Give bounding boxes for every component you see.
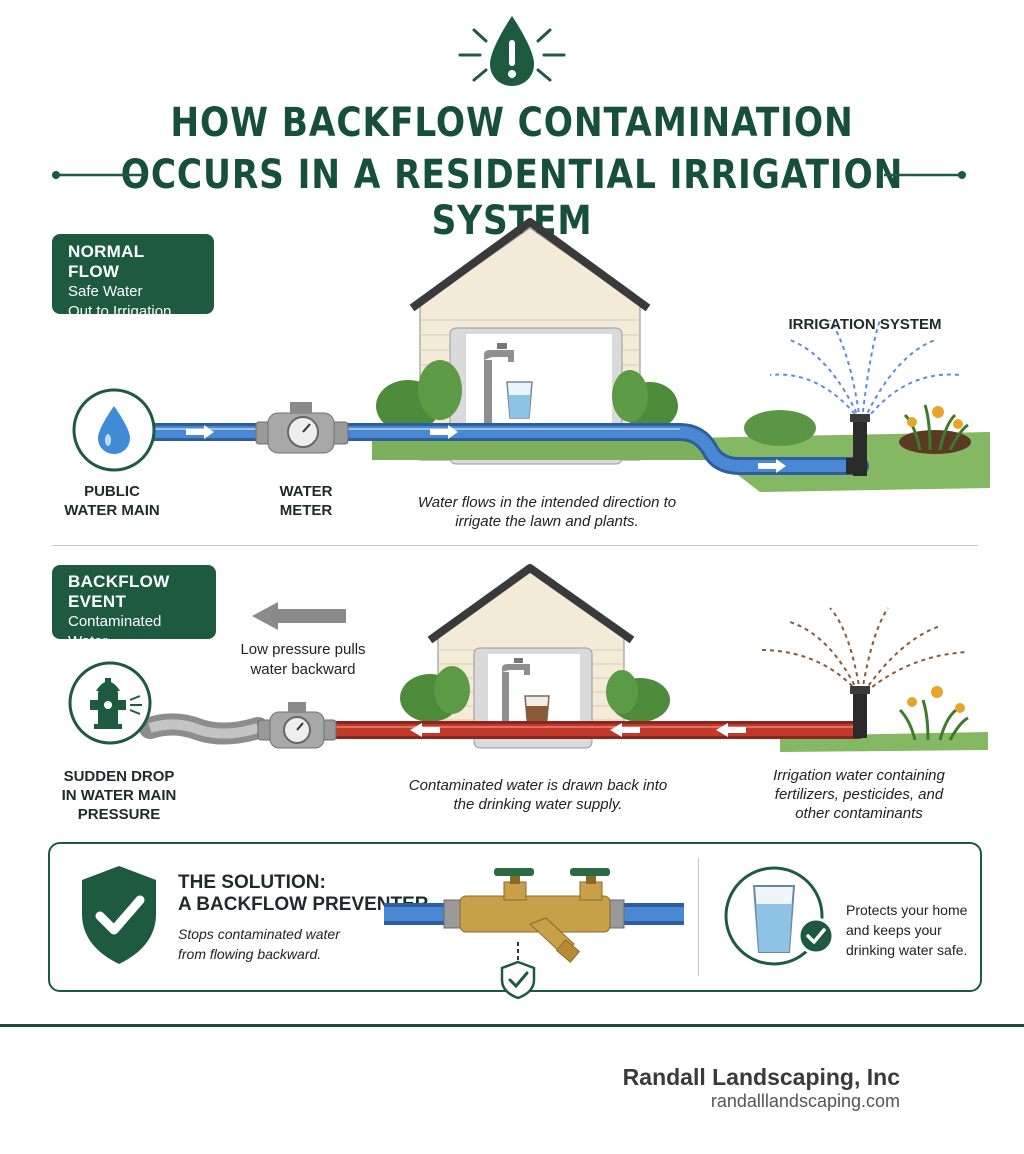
faucet [484, 343, 514, 430]
check-icon [797, 917, 835, 955]
right-note-line-2: fertilizers, pesticides, and [774, 786, 944, 803]
solution-title-line-1: THE SOLUTION: [178, 872, 326, 893]
company-website[interactable]: randalllandscaping.com [710, 1091, 900, 1111]
normal-flow-line-1: Safe Water [68, 283, 143, 300]
normal-flow-line-2: Out to Irrigation [68, 303, 172, 320]
water-meter-backflow [257, 702, 337, 749]
company-name: Randall Landscaping, Inc [622, 1064, 900, 1090]
arrow-left-icon [252, 602, 346, 630]
solution-title: THE SOLUTION: A BACKFLOW PREVENTER [178, 872, 429, 916]
public-water-main-label: PUBLIC WATER MAIN [50, 482, 174, 520]
center-note-line-1: Contaminated water is drawn back into [408, 777, 668, 794]
sprinkler-head [846, 414, 870, 476]
water-meter-line-2: METER [279, 502, 333, 519]
solution-description: Stops contaminated water from flowing ba… [178, 924, 340, 964]
solution-desc-line-2: from flowing backward. [178, 946, 322, 962]
footer-divider [0, 1024, 1024, 1027]
shield-check-icon [82, 866, 156, 964]
pressure-drop-line-2: IN WATER MAIN [61, 787, 177, 804]
protection-line-2: and keeps your [846, 922, 942, 938]
protection-line-1: Protects your home [846, 902, 968, 918]
low-pressure-line-2: water backward [250, 661, 356, 678]
low-pressure-line-1: Low pressure pulls [240, 641, 366, 658]
title-line-2: OCCURS IN A RESIDENTIAL IRRIGATION SYSTE… [120, 152, 904, 244]
low-pressure-note: Low pressure pulls water backward [232, 640, 374, 680]
faucet-backflow [502, 658, 530, 722]
backflow-title: BACKFLOW EVENT [68, 572, 170, 611]
pressure-drop-line-3: PRESSURE [77, 806, 161, 823]
lawn-backflow [780, 686, 988, 752]
flow-arrows [186, 425, 786, 473]
right-note-line-3: other contaminants [795, 805, 923, 822]
normal-flow-title: NORMAL FLOW [68, 242, 145, 281]
water-meter-label: WATER METER [256, 482, 356, 520]
protection-line-3: drinking water safe. [846, 942, 968, 958]
pressure-drop-pipe [139, 713, 269, 745]
backflow-arrows [410, 723, 746, 737]
water-glass-icon [724, 866, 835, 966]
irrigation-system-label: IRRIGATION SYSTEM [788, 316, 942, 333]
sprinkler-head-backflow [850, 686, 870, 738]
fire-hydrant-icon [68, 661, 152, 745]
normal-note-line-2: irrigate the lawn and plants. [455, 513, 639, 530]
normal-note-line-1: Water flows in the intended direction to [417, 494, 677, 511]
clean-pipe [141, 423, 869, 475]
backflow-event-badge: BACKFLOW EVENT Contaminated Water Flows … [52, 565, 216, 670]
section-divider [52, 545, 978, 546]
lawn [690, 404, 990, 492]
water-meter-line-1: WATER [279, 483, 333, 500]
bushes-backflow [400, 666, 670, 722]
title-line-1: HOW BACKFLOW CONTAMINATION [170, 100, 854, 146]
normal-flow-badge: NORMAL FLOW Safe Water Out to Irrigation [52, 234, 214, 320]
water-meter [255, 402, 349, 454]
title-divider-left [52, 171, 146, 179]
normal-flow-illustration [72, 218, 990, 492]
solution-divider [698, 858, 699, 976]
pressure-drop-line-1: SUDDEN DROP [63, 768, 175, 785]
backflow-preventer-valve [384, 868, 684, 1000]
normal-flow-note: Water flows in the intended direction to… [382, 493, 712, 531]
solution-desc-line-1: Stops contaminated water [178, 926, 340, 942]
title-divider-right [884, 171, 966, 179]
contaminated-center-note: Contaminated water is drawn back into th… [378, 776, 698, 814]
right-note-line-1: Irrigation water containing [773, 767, 945, 784]
contaminated-pipe [325, 721, 867, 739]
public-main-line-1: PUBLIC [84, 483, 140, 500]
warning-drop-icon [458, 16, 566, 86]
solution-title-line-2: A BACKFLOW PREVENTER [178, 894, 429, 915]
backflow-illustration [68, 564, 988, 752]
bushes [372, 360, 760, 460]
protection-note: Protects your home and keeps your drinki… [846, 900, 967, 960]
water-drop-icon [72, 388, 156, 472]
contaminated-spray [759, 607, 969, 693]
backflow-line-1: Contaminated Water [68, 613, 162, 650]
public-main-line-2: WATER MAIN [64, 502, 160, 519]
irrigation-contaminants-note: Irrigation water containing fertilizers,… [742, 766, 976, 823]
sprinkler-spray [769, 319, 961, 421]
pressure-drop-label: SUDDEN DROP IN WATER MAIN PRESSURE [50, 767, 188, 824]
clean-water-glass [506, 381, 533, 419]
center-note-line-2: the drinking water supply. [453, 796, 623, 813]
